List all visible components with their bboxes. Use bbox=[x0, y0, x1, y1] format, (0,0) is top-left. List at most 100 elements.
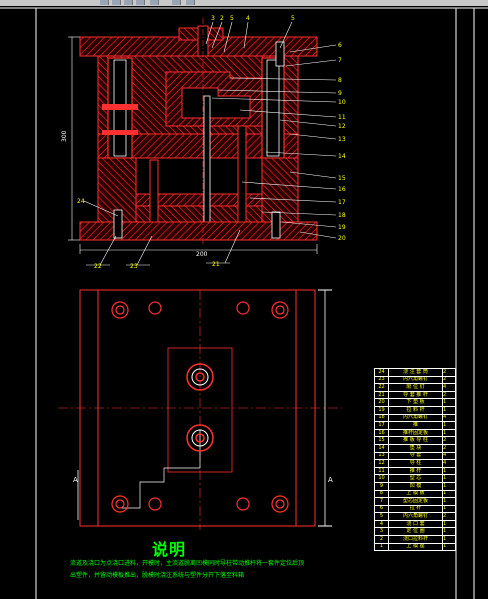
balloon-label: 24 bbox=[77, 198, 85, 205]
bom-part-number: 24 bbox=[374, 368, 389, 377]
bom-part-name: 浇 口 套 bbox=[388, 519, 443, 529]
bom-part-number: 12 bbox=[374, 459, 389, 468]
bom-quantity: 1 bbox=[442, 519, 456, 529]
balloon-label: 11 bbox=[338, 114, 346, 121]
balloon-label: 7 bbox=[338, 57, 342, 64]
bom-part-name: 下 垫 板 bbox=[388, 398, 443, 407]
bom-part-name: 推 bbox=[388, 421, 443, 430]
balloon-label: 20 bbox=[338, 235, 346, 242]
notes-line-1: 流道及浇口为点浇口进料，开模时，主流道脱离凹模同时导柱带动推杆将一套件定位后顶 bbox=[70, 560, 305, 567]
toolbar-button-icon[interactable] bbox=[172, 0, 181, 5]
bom-part-name: 上 模 板 bbox=[388, 489, 443, 499]
bom-quantity: 2 bbox=[442, 375, 456, 385]
bom-quantity: 1 bbox=[442, 421, 456, 430]
balloon-label: 6 bbox=[338, 42, 342, 49]
balloon-label: 16 bbox=[338, 186, 346, 193]
balloon-label: 10 bbox=[338, 99, 346, 106]
bom-part-name: 内六角螺钉 bbox=[388, 512, 443, 521]
balloon-label: 19 bbox=[338, 224, 346, 231]
bom-part-name: 定 位 圈 bbox=[388, 527, 443, 537]
toolbar-button-icon[interactable] bbox=[150, 0, 159, 5]
bom-part-name: 型 芯 bbox=[388, 474, 443, 483]
bom-quantity: 2 bbox=[442, 368, 456, 377]
balloon-label: 3 bbox=[211, 15, 215, 22]
bom-part-number: 4 bbox=[374, 519, 389, 529]
dimensions bbox=[68, 36, 318, 254]
bom-part-name: 浇口拉料杆 bbox=[388, 535, 443, 544]
balloon-label: 14 bbox=[338, 153, 346, 160]
balloon-label: 8 bbox=[338, 77, 342, 84]
bom-part-number: 18 bbox=[374, 413, 389, 423]
toolbar-button-icon[interactable] bbox=[136, 0, 145, 5]
bom-part-number: 15 bbox=[374, 436, 389, 445]
bom-part-number: 8 bbox=[374, 489, 389, 499]
bom-part-number: 6 bbox=[374, 504, 389, 514]
bom-part-number: 19 bbox=[374, 405, 389, 415]
bom-part-number: 5 bbox=[374, 512, 389, 521]
bom-part-number: 3 bbox=[374, 527, 389, 537]
bom-part-number: 2 bbox=[374, 535, 389, 544]
dim-height-label: 300 bbox=[61, 130, 68, 142]
bom-quantity: 4 bbox=[442, 383, 456, 392]
bom-quantity: 2 bbox=[442, 443, 456, 453]
balloon-label: 5 bbox=[291, 15, 295, 22]
bom-quantity: 2 bbox=[442, 436, 456, 445]
bom-part-number: 21 bbox=[374, 390, 389, 400]
balloon-label: 17 bbox=[338, 199, 346, 206]
bom-part-number: 17 bbox=[374, 421, 389, 430]
bom-part-number: 23 bbox=[374, 375, 389, 385]
bom-part-name: 垫 块 bbox=[388, 443, 443, 453]
bom-part-name: 推 板 导 柱 bbox=[388, 436, 443, 445]
bom-part-name: 内六角螺钉 bbox=[388, 375, 443, 385]
toolbar-button-icon[interactable] bbox=[124, 0, 133, 5]
bom-part-name: 拉 料 杆 bbox=[388, 405, 443, 415]
bom-quantity: 4 bbox=[442, 413, 456, 423]
balloon-label: 23 bbox=[130, 263, 138, 270]
balloon-label: 15 bbox=[338, 175, 346, 182]
bom-part-name: 导 套 推 杆 bbox=[388, 390, 443, 400]
cad-toolbar bbox=[0, 0, 488, 6]
bom-part-number: 22 bbox=[374, 383, 389, 392]
bom-quantity: 1 bbox=[442, 535, 456, 544]
toolbar-button-icon[interactable] bbox=[186, 0, 195, 5]
bom-quantity: 4 bbox=[442, 459, 456, 468]
bom-quantity: 1 bbox=[442, 542, 456, 552]
bom-part-name: 导 柱 bbox=[388, 459, 443, 468]
bom-quantity: 2 bbox=[442, 390, 456, 400]
dim-width-label: 200 bbox=[196, 251, 208, 258]
toolbar-button-icon[interactable] bbox=[100, 0, 109, 5]
notes-line-2: 出塑件，并留动模板推出，脱模时浇注系统与塑件分开下落至料箱 bbox=[70, 572, 245, 579]
bom-part-name: 拉 杆 bbox=[388, 504, 443, 514]
section-view bbox=[79, 18, 318, 244]
balloon-label: 5 bbox=[230, 15, 234, 22]
balloon-label: 12 bbox=[338, 123, 346, 130]
bom-part-number: 9 bbox=[374, 481, 389, 491]
bom-part-name: 导 套 bbox=[388, 451, 443, 461]
bom-part-number: 20 bbox=[374, 398, 389, 407]
bom-part-name: 限 位 钉 bbox=[388, 383, 443, 392]
toolbar-button-icon[interactable] bbox=[112, 0, 121, 5]
section-label: A bbox=[73, 476, 78, 484]
